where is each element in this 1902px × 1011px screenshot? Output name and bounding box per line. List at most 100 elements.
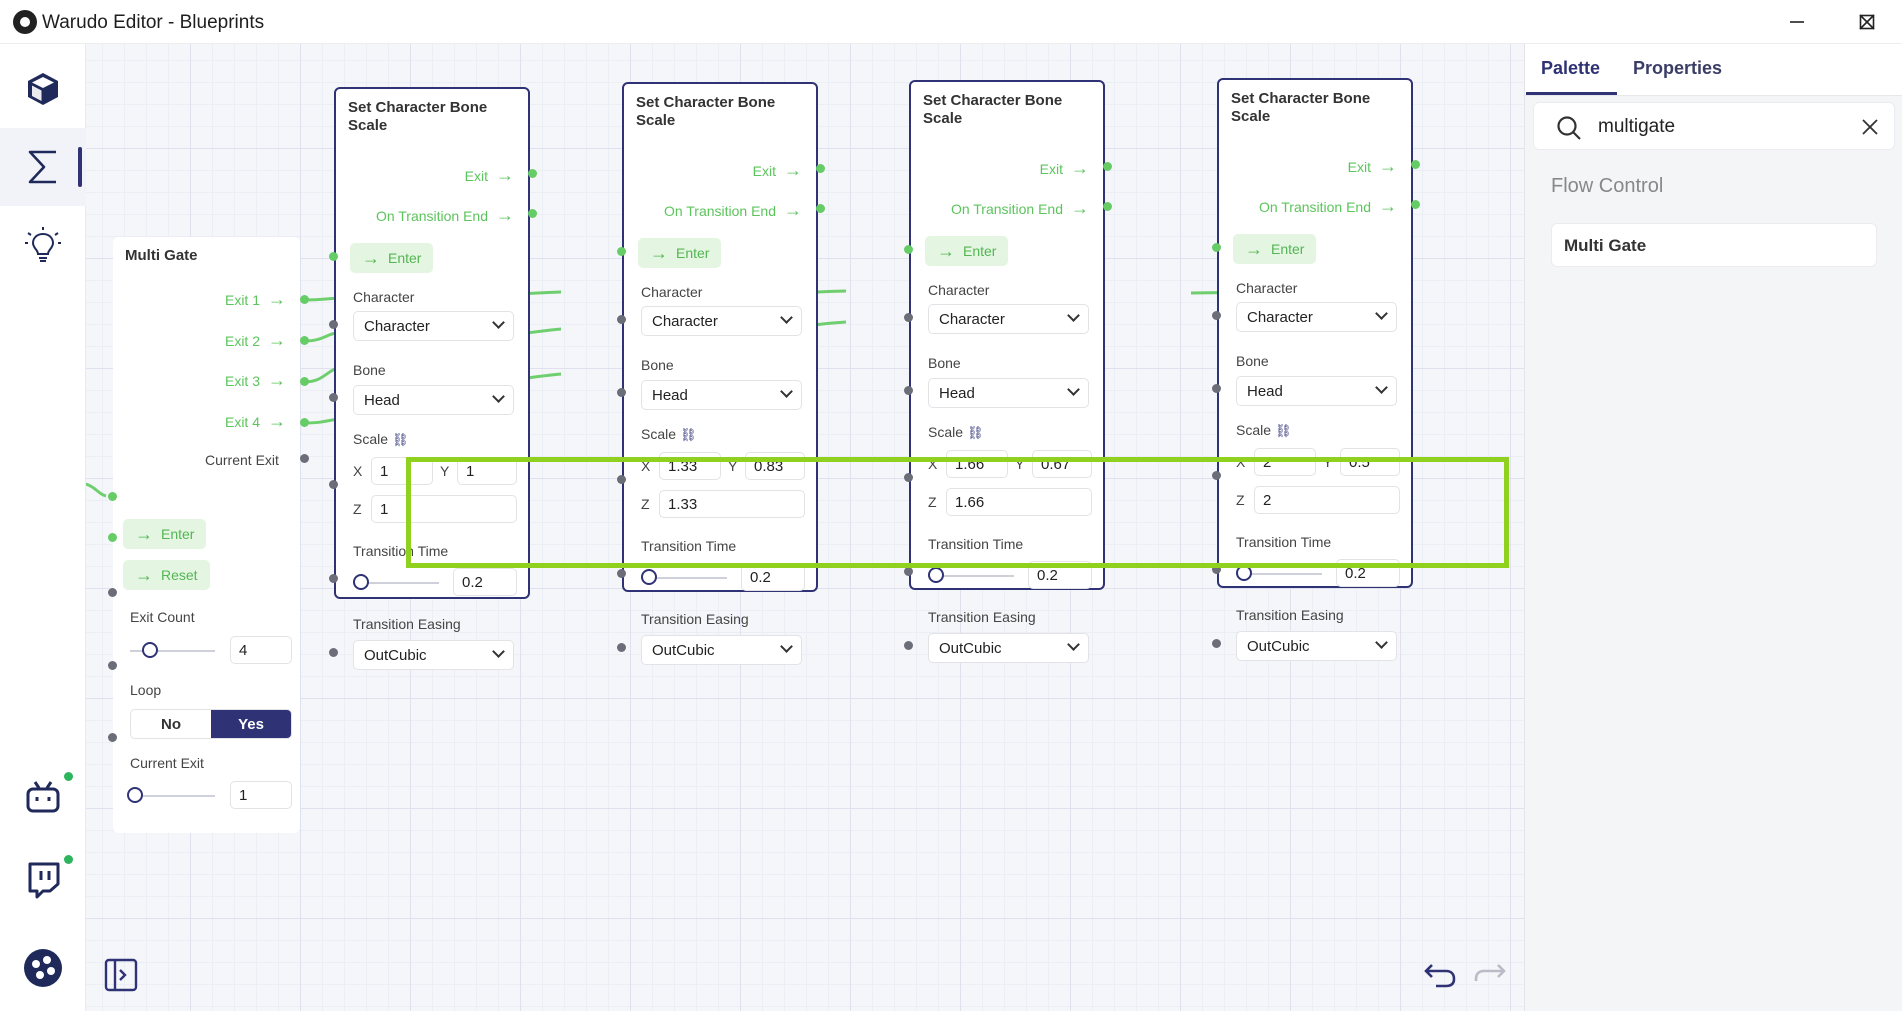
transition-time-slider-knob[interactable] — [353, 574, 369, 590]
palette-item-multi-gate[interactable]: Multi Gate — [1551, 223, 1877, 267]
multi-gate-enter-button[interactable]: →Enter — [123, 519, 207, 549]
blueprint-canvas[interactable]: Multi Gate Exit 1→ Exit 2→ Exit 3→ Exit … — [86, 44, 1524, 1011]
multi-gate-node[interactable]: Multi Gate Exit 1→ Exit 2→ Exit 3→ Exit … — [113, 237, 300, 833]
character-select[interactable]: Character — [928, 304, 1089, 334]
scale-y-input[interactable]: 0.83 — [745, 452, 805, 480]
undo-icon[interactable] — [1422, 957, 1458, 991]
multi-gate-reset-button[interactable]: →Reset — [123, 560, 210, 590]
scale-y-input[interactable]: 0.67 — [1032, 450, 1092, 478]
set-character-bone-scale-node[interactable]: Set Character Bone Scale Exit→ On Transi… — [622, 82, 818, 665]
pin-transition-easing-in[interactable] — [329, 648, 338, 657]
bone-select[interactable]: Head — [1236, 376, 1397, 406]
pin-transition-time-in[interactable] — [617, 569, 626, 578]
pin-scale-in[interactable] — [329, 480, 338, 489]
transition-time-input[interactable]: 0.2 — [453, 568, 517, 596]
pin-on-transition-end-out[interactable] — [528, 209, 537, 218]
pin-bone-in[interactable] — [329, 393, 338, 402]
pin-transition-time-in[interactable] — [329, 574, 338, 583]
enter-button[interactable]: →Enter — [925, 236, 1009, 266]
pin-loop-in[interactable] — [108, 661, 117, 670]
pin-enter-in[interactable] — [108, 492, 117, 501]
scale-z-input[interactable]: 1.33 — [659, 490, 805, 518]
pin-exit-3[interactable] — [300, 377, 309, 386]
transition-easing-select[interactable]: OutCubic — [641, 635, 802, 665]
bone-select[interactable]: Head — [928, 378, 1089, 408]
scale-z-input[interactable]: 2 — [1254, 486, 1400, 514]
pin-scale-in[interactable] — [617, 475, 626, 484]
enter-button[interactable]: →Enter — [350, 243, 434, 273]
pin-on-transition-end-out[interactable] — [816, 204, 825, 213]
toggle-sidebar-icon[interactable] — [103, 957, 139, 993]
character-select[interactable]: Character — [1236, 302, 1397, 332]
pin-bone-in[interactable] — [1212, 384, 1221, 393]
rail-tips-button[interactable] — [0, 206, 86, 284]
redo-icon[interactable] — [1472, 957, 1508, 991]
set-character-bone-scale-node[interactable]: Set Character Bone Scale Exit→ On Transi… — [334, 87, 530, 670]
transition-time-input[interactable]: 0.2 — [1336, 559, 1400, 587]
pin-reset-in[interactable] — [108, 533, 117, 542]
transition-time-slider[interactable] — [641, 577, 727, 579]
pin-character-in[interactable] — [904, 313, 913, 322]
current-exit-slider-knob[interactable] — [127, 787, 143, 803]
rail-warudo-button[interactable] — [0, 929, 86, 1007]
rail-scene-button[interactable] — [0, 50, 86, 128]
pin-exit-out[interactable] — [1103, 162, 1112, 171]
pin-enter-in[interactable] — [904, 245, 913, 254]
scale-x-input[interactable]: 2 — [1254, 448, 1316, 476]
character-select[interactable]: Character — [641, 306, 802, 336]
transition-time-slider-knob[interactable] — [1236, 565, 1252, 581]
pin-character-in[interactable] — [329, 320, 338, 329]
clear-search-icon[interactable] — [1862, 119, 1878, 135]
character-select[interactable]: Character — [353, 311, 514, 341]
pin-exit-out[interactable] — [816, 164, 825, 173]
pin-exit-out[interactable] — [1411, 160, 1420, 169]
transition-time-slider-knob[interactable] — [641, 569, 657, 585]
current-exit-slider[interactable] — [130, 795, 215, 797]
current-exit-input[interactable]: 1 — [230, 781, 292, 809]
enter-button[interactable]: →Enter — [1233, 234, 1317, 264]
pin-scale-in[interactable] — [1212, 471, 1221, 480]
pin-transition-time-in[interactable] — [1212, 565, 1221, 574]
rail-blueprints-button[interactable] — [0, 128, 86, 206]
loop-no-option[interactable]: No — [161, 715, 181, 733]
maximize-button[interactable] — [1832, 0, 1902, 44]
scale-z-input[interactable]: 1 — [371, 495, 517, 523]
rail-bilibili-button[interactable] — [0, 759, 86, 837]
bone-select[interactable]: Head — [353, 385, 514, 415]
pin-character-in[interactable] — [617, 315, 626, 324]
pin-enter-in[interactable] — [617, 247, 626, 256]
tab-properties[interactable]: Properties — [1633, 58, 1723, 78]
pin-transition-easing-in[interactable] — [904, 641, 913, 650]
pin-current-exit-in[interactable] — [108, 733, 117, 742]
scale-x-input[interactable]: 1.66 — [946, 450, 1008, 478]
scale-y-input[interactable]: 1 — [457, 457, 517, 485]
exit-count-input[interactable]: 4 — [230, 636, 292, 664]
pin-scale-in[interactable] — [904, 473, 913, 482]
set-character-bone-scale-node[interactable]: Set Character Bone Scale Exit→ On Transi… — [1217, 78, 1413, 661]
transition-time-input[interactable]: 0.2 — [1028, 561, 1092, 589]
transition-time-slider-knob[interactable] — [928, 567, 944, 583]
pin-enter-in[interactable] — [1212, 243, 1221, 252]
set-character-bone-scale-node[interactable]: Set Character Bone Scale Exit→ On Transi… — [909, 80, 1105, 663]
pin-exit-4[interactable] — [300, 418, 309, 427]
bone-select[interactable]: Head — [641, 380, 802, 410]
rail-twitch-button[interactable] — [0, 841, 86, 919]
scale-y-input[interactable]: 0.5 — [1340, 448, 1400, 476]
pin-on-transition-end-out[interactable] — [1103, 202, 1112, 211]
pin-character-in[interactable] — [1212, 311, 1221, 320]
scale-x-input[interactable]: 1 — [371, 457, 433, 485]
pin-transition-time-in[interactable] — [904, 567, 913, 576]
minimize-button[interactable] — [1762, 0, 1832, 44]
pin-bone-in[interactable] — [617, 388, 626, 397]
transition-easing-select[interactable]: OutCubic — [353, 640, 514, 670]
exit-count-slider-knob[interactable] — [142, 642, 158, 658]
pin-exit-1[interactable] — [300, 295, 309, 304]
loop-yes-option[interactable]: Yes — [211, 710, 291, 738]
transition-time-slider[interactable] — [928, 575, 1014, 577]
pin-exit-2[interactable] — [300, 336, 309, 345]
enter-button[interactable]: →Enter — [638, 238, 722, 268]
pin-transition-easing-in[interactable] — [1212, 639, 1221, 648]
transition-easing-select[interactable]: OutCubic — [1236, 631, 1397, 661]
transition-time-input[interactable]: 0.2 — [741, 563, 805, 591]
loop-toggle[interactable]: No Yes — [130, 709, 292, 739]
